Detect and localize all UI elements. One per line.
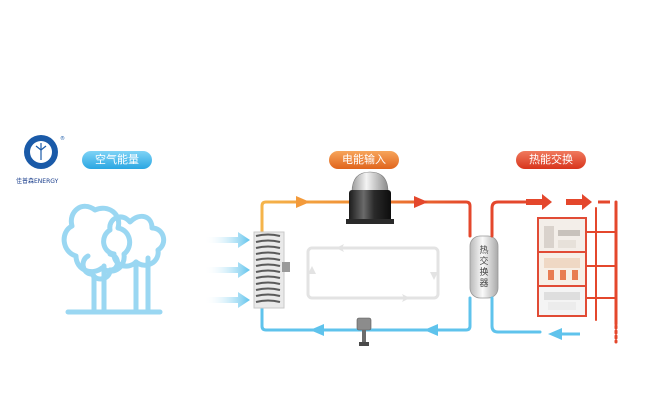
- inner-cycle-loop: [306, 244, 440, 302]
- heat-exchanger-char: 热: [479, 246, 489, 256]
- svg-text:®: ®: [60, 135, 65, 142]
- heat-exchange-label: 热能交换: [516, 151, 586, 169]
- expansion-valve-icon: [356, 317, 372, 346]
- hot-water-loop: [490, 200, 618, 344]
- room-thumbnail-icon: [537, 251, 587, 287]
- wind-turbine-icon: [35, 143, 47, 160]
- heat-exchanger-char: 器: [479, 279, 489, 289]
- brand-logo: ®: [24, 135, 65, 169]
- hot-water-arrows: [526, 194, 610, 340]
- evaporator-coil-icon: [253, 231, 290, 309]
- tree-icon: [61, 203, 167, 315]
- brand-name: 佳普森ENERGY: [16, 178, 59, 185]
- air-energy-label: 空气能量: [82, 151, 152, 169]
- room-thumbnail-icon: [537, 285, 587, 317]
- compressor-icon: [346, 171, 394, 224]
- heat-exchanger-label: 热 交 换 器: [471, 246, 497, 290]
- flow-direction-arrows: [296, 196, 438, 336]
- heat-exchanger-char: 换: [479, 268, 489, 278]
- heat-exchanger-char: 交: [479, 257, 489, 267]
- room-thumbnail-icon: [537, 217, 587, 255]
- power-input-label: 电能输入: [329, 151, 399, 169]
- air-inflow-arrows: [204, 232, 250, 308]
- heat-exchanger-icon: [469, 235, 499, 299]
